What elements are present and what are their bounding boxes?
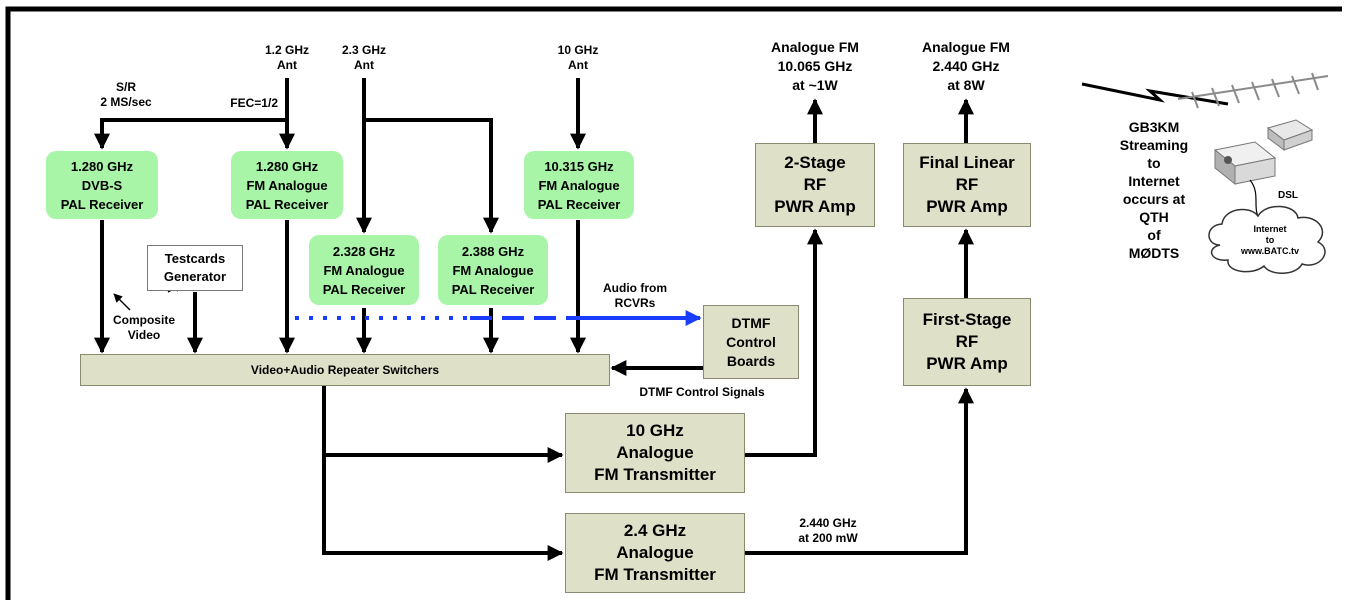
two-stage-amp: 2-Stage RF PWR Amp <box>755 143 875 227</box>
first-stage-amp: First-Stage RF PWR Amp <box>903 298 1031 386</box>
fm2388-receiver: 2.388 GHz FM Analogue PAL Receiver <box>438 235 548 305</box>
tx24-to-first-line <box>745 387 974 555</box>
repeater-switcher: Video+Audio Repeater Switchers <box>80 354 610 386</box>
tx-24ghz: 2.4 GHz Analogue FM Transmitter <box>565 513 745 593</box>
tx-10ghz: 10 GHz Analogue FM Transmitter <box>565 413 745 493</box>
dtmf-signals-label: DTMF Control Signals <box>639 385 765 399</box>
dvbs-receiver: 1.280 GHz DVB-S PAL Receiver <box>46 151 158 219</box>
composite-video-label: Composite Video <box>112 313 175 342</box>
dsl-label: DSL <box>1278 190 1298 201</box>
antenna-10-label: 10 GHz Ant <box>557 43 599 72</box>
dtmf-control-boards: DTMF Control Boards <box>703 305 799 379</box>
antenna-12-label: 1.2 GHz Ant <box>264 43 309 72</box>
yagi-antenna-icon <box>1177 72 1329 109</box>
router-icon <box>1266 119 1314 151</box>
switcher-to-tx24-line <box>322 385 564 561</box>
ant-23-line-b <box>364 118 499 234</box>
frame-border <box>5 6 1342 600</box>
final-linear-amp: Final Linear RF PWR Amp <box>903 143 1031 227</box>
internet-cloud-icon <box>1208 205 1326 274</box>
testcards-generator: Testcards Generator <box>147 245 243 291</box>
internet-cloud-label: Internet to www.BATC.tv <box>1241 224 1299 256</box>
fec-label: FEC=1/2 <box>230 96 278 110</box>
output-24ghz-label: Analogue FM 2.440 GHz at 8W <box>922 39 1010 93</box>
fec-branch-line <box>94 118 287 150</box>
streaming-label: GB3KM Streaming to Internet occurs at QT… <box>1119 119 1189 261</box>
tx10-to-amp-line <box>745 228 823 457</box>
symbol-rate-label: S/R 2 MS/sec <box>100 80 152 109</box>
fm1280-receiver: 1.280 GHz FM Analogue PAL Receiver <box>231 151 343 219</box>
antenna-23-label: 2.3 GHz Ant <box>341 43 386 72</box>
fm10315-receiver: 10.315 GHz FM Analogue PAL Receiver <box>524 151 634 219</box>
fm2328-receiver: 2.328 GHz FM Analogue PAL Receiver <box>309 235 419 305</box>
mid-24ghz-label: 2.440 GHz at 200 mW <box>798 516 858 545</box>
composite-arrow-left <box>113 293 131 311</box>
audio-label: Audio from RCVRs <box>603 281 667 310</box>
output-10ghz-label: Analogue FM 10.065 GHz at ~1W <box>771 39 859 93</box>
modem-icon <box>1213 141 1277 186</box>
